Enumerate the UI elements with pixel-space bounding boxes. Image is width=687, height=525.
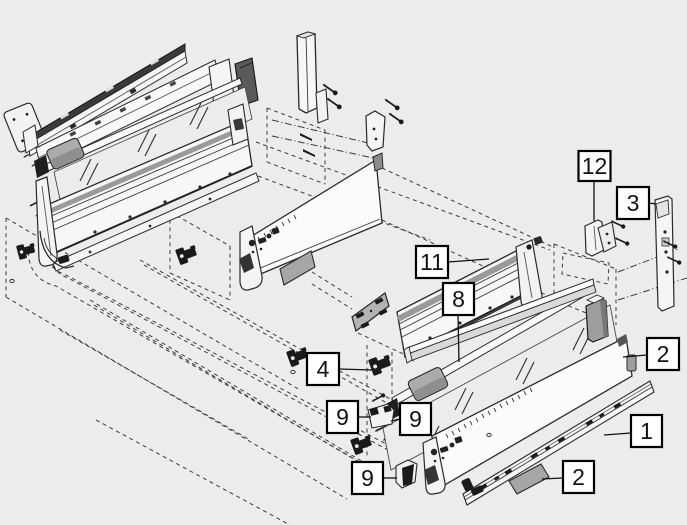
svg-text:12: 12 (582, 153, 608, 179)
svg-text:11: 11 (420, 249, 444, 275)
svg-text:2: 2 (572, 464, 585, 490)
svg-text:9: 9 (409, 406, 422, 432)
svg-text:8: 8 (452, 286, 465, 312)
svg-text:9: 9 (336, 404, 349, 430)
svg-text:2: 2 (657, 341, 670, 367)
svg-text:9: 9 (361, 465, 374, 491)
svg-text:1: 1 (640, 418, 653, 444)
svg-text:3: 3 (627, 190, 640, 216)
svg-text:4: 4 (317, 356, 330, 382)
